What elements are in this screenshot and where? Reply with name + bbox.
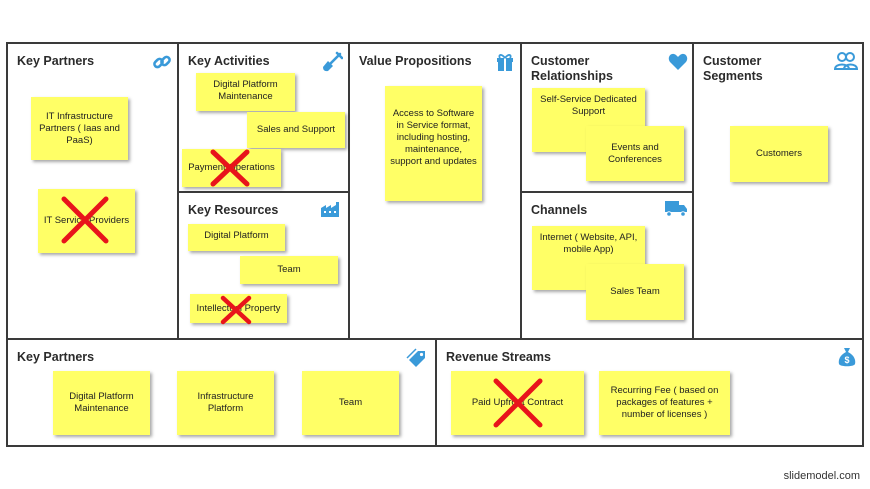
channels-title: Channels: [531, 203, 588, 217]
tag-icon: [406, 348, 425, 367]
cost-structure-title: Key Partners: [17, 350, 95, 364]
note-recurring-fee: Recurring Fee ( based on packages of fea…: [599, 371, 730, 435]
svg-text:$: $: [844, 355, 849, 365]
key-partners-title: Key Partners: [17, 54, 95, 68]
note-team-cost: Team: [302, 371, 399, 435]
note-value-proposition: Access to Software in Service format, in…: [385, 86, 482, 201]
note-digital-platform-maintenance-cost: Digital Platform Maintenance: [53, 371, 150, 435]
gift-icon: [497, 54, 513, 71]
note-it-infrastructure-partners: IT Infrastructure Partners ( Iaas and Pa…: [31, 97, 128, 160]
note-sales-team: Sales Team: [586, 264, 684, 320]
note-events-and-conferences: Events and Conferences: [586, 126, 684, 181]
heart-icon: [668, 53, 688, 70]
note-payment-operations: Payment Operations: [182, 149, 281, 187]
note-sales-and-support: Sales and Support: [247, 112, 345, 148]
note-infrastructure-platform: Infrastructure Platform: [177, 371, 274, 435]
note-paid-upfront-contract: Paid Upfront Contract: [451, 371, 584, 435]
link-icon: [153, 55, 171, 69]
key-resources-title: Key Resources: [188, 203, 279, 217]
note-digital-platform: Digital Platform: [188, 224, 285, 251]
factory-icon: [321, 202, 339, 217]
money-bag-icon: $: [838, 348, 856, 367]
note-customers: Customers: [730, 126, 828, 182]
truck-icon: [665, 201, 687, 217]
customer-relationships-title: Customer Relationships: [531, 54, 613, 83]
value-propositions-title: Value Propositions: [359, 54, 472, 68]
note-intellectual-property: Intellectual Property: [190, 294, 287, 323]
customer-segments-title: Customer Segments: [703, 54, 763, 83]
note-it-service-providers: IT Service Providers: [38, 189, 135, 253]
shovel-icon: [323, 51, 343, 72]
customer-segments-block: Customer Segments: [692, 42, 864, 340]
note-team-resources: Team: [240, 256, 338, 284]
note-digital-platform-maintenance: Digital Platform Maintenance: [196, 73, 295, 111]
footer-credit: slidemodel.com: [783, 470, 860, 482]
revenue-streams-title: Revenue Streams: [446, 350, 551, 364]
users-icon: [834, 52, 858, 70]
key-activities-title: Key Activities: [188, 54, 270, 68]
